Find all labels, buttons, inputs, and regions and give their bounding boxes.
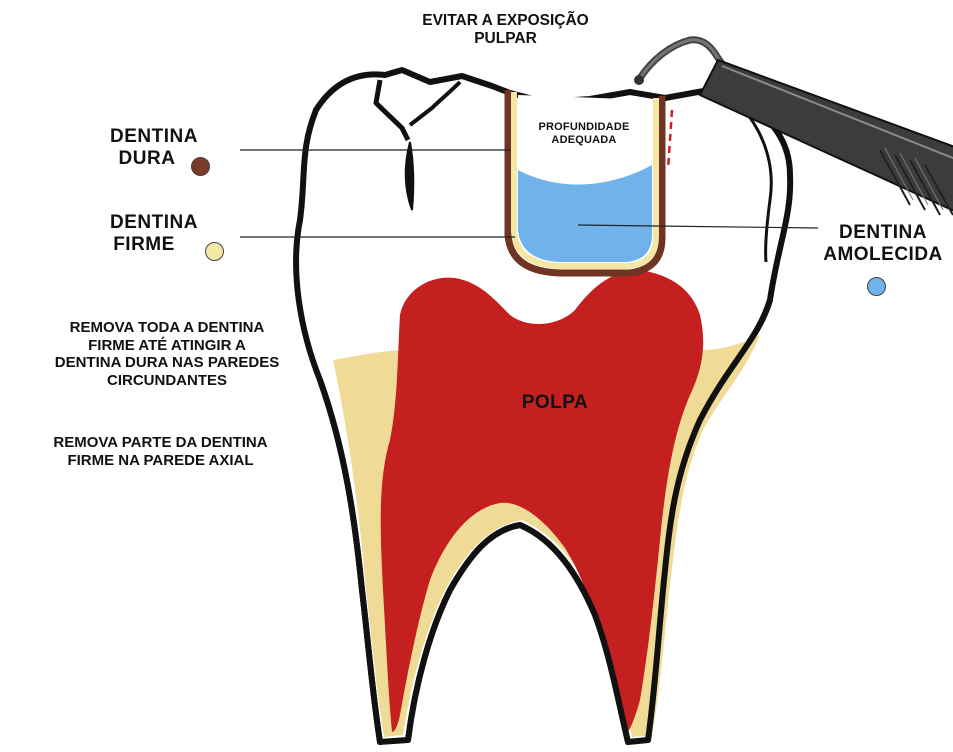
instruction-remove-firm-dentin-walls: REMOVA TODA A DENTINA FIRME ATÉ ATINGIR … — [8, 319, 326, 390]
firm-dentin-label: DENTINA FIRME — [84, 212, 224, 257]
soft-dentin-swatch — [867, 277, 886, 296]
firm-dentin-swatch — [205, 242, 224, 261]
instruction-remove-axial-wall: REMOVA PARTE DA DENTINA FIRME NA PAREDE … — [8, 434, 313, 469]
pulp-label: POLPA — [510, 392, 600, 414]
avoid-pulp-exposure-label: EVITAR A EXPOSIÇÃO PULPAR — [393, 12, 618, 49]
adequate-depth-label: PROFUNDIDADE ADEQUADA — [519, 121, 649, 147]
hard-dentin-swatch — [191, 157, 210, 176]
soft-dentin-label: DENTINA AMOLECIDA — [818, 222, 948, 267]
